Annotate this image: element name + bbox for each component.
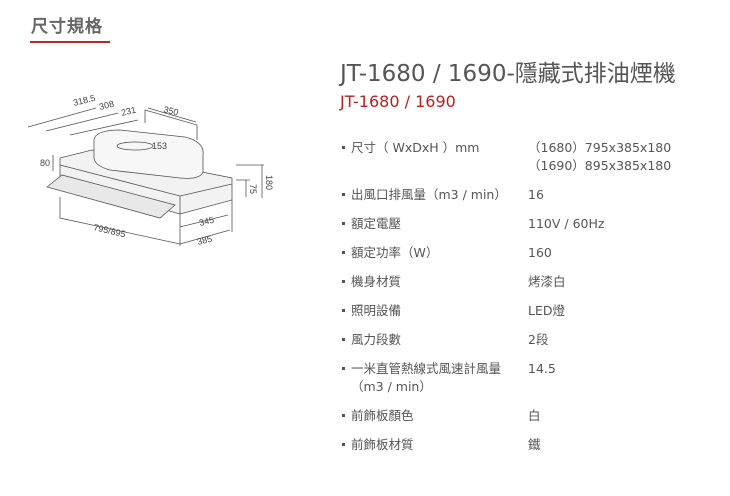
spec-value-line: （1690）895x385x180 xyxy=(528,158,672,173)
spec-value: 160 xyxy=(528,244,701,262)
spec-row: 額定電壓 110V / 60Hz xyxy=(341,215,701,233)
spec-label: 前飾板顏色 xyxy=(351,408,414,423)
bullet-icon xyxy=(341,360,351,396)
product-title: JT-1680 / 1690-隱藏式排油煙機 xyxy=(340,61,676,87)
spec-label: 前飾板材質 xyxy=(351,437,414,452)
spec-value: 110V / 60Hz xyxy=(528,215,701,233)
spec-value: 16 xyxy=(528,186,701,204)
product-model: JT-1680 / 1690 xyxy=(340,92,456,111)
spec-row: 機身材質 烤漆白 xyxy=(341,273,701,291)
spec-value-line: 14.5 xyxy=(528,361,556,376)
spec-value: 鐵 xyxy=(528,436,701,454)
spec-value-line: 16 xyxy=(528,187,544,202)
spec-label: 一米直管熱線式風速計風量（m3 / min） xyxy=(351,361,502,394)
bullet-icon xyxy=(341,186,351,204)
spec-row: 一米直管熱線式風速計風量（m3 / min） 14.5 xyxy=(341,360,701,396)
spec-value-line: LED燈 xyxy=(528,303,565,318)
spec-row: 照明設備 LED燈 xyxy=(341,302,701,320)
bullet-icon xyxy=(341,139,351,175)
spec-list: 尺寸（ WxDxH ）mm （1680）795x385x180 （1690）895x… xyxy=(341,139,701,465)
spec-value: LED燈 xyxy=(528,302,701,320)
spec-value: 白 xyxy=(528,407,701,425)
bullet-icon xyxy=(341,215,351,233)
bullet-icon xyxy=(341,407,351,425)
spec-row: 前飾板材質 鐵 xyxy=(341,436,701,454)
section-title-underline xyxy=(30,41,110,43)
dim-308: 308 xyxy=(98,99,115,112)
spec-value: 2段 xyxy=(528,331,701,349)
dim-75: 75 xyxy=(248,184,258,194)
dim-231: 231 xyxy=(120,105,137,118)
spec-label: 風力段數 xyxy=(351,332,402,347)
dim-width: 795/895 xyxy=(93,222,127,239)
spec-label: 機身材質 xyxy=(351,274,402,289)
dim-153: 153 xyxy=(152,141,167,151)
dim-180: 180 xyxy=(264,175,274,190)
dimension-diagram: 318.5 308 231 350 153 80 180 75 345 385 … xyxy=(27,93,274,247)
spec-label: 額定功率（W） xyxy=(351,245,439,260)
spec-value-line: 白 xyxy=(528,408,541,423)
spec-row: 出風口排風量（m3 / min） 16 xyxy=(341,186,701,204)
spec-value-line: 烤漆白 xyxy=(528,274,566,289)
spec-value: 14.5 xyxy=(528,360,701,396)
spec-value-line: （1680）795x385x180 xyxy=(528,140,672,155)
dim-350: 350 xyxy=(163,104,180,117)
spec-value-line: 110V / 60Hz xyxy=(528,216,605,231)
dim-385: 385 xyxy=(196,234,213,247)
dim-80: 80 xyxy=(40,158,50,168)
spec-value-line: 2段 xyxy=(528,332,549,347)
spec-label: 照明設備 xyxy=(351,303,402,318)
bullet-icon xyxy=(341,331,351,349)
spec-value-line: 鐵 xyxy=(528,437,541,452)
dim-345: 345 xyxy=(198,215,215,228)
bullet-icon xyxy=(341,436,351,454)
bullet-icon xyxy=(341,244,351,262)
spec-value: 烤漆白 xyxy=(528,273,701,291)
spec-value: （1680）795x385x180 （1690）895x385x180 xyxy=(528,139,701,175)
spec-value-line: 160 xyxy=(528,245,552,260)
bullet-icon xyxy=(341,302,351,320)
spec-row: 額定功率（W） 160 xyxy=(341,244,701,262)
dim-318-5: 318.5 xyxy=(72,93,96,108)
spec-label: 尺寸（ WxDxH ）mm xyxy=(351,140,480,155)
spec-row: 前飾板顏色 白 xyxy=(341,407,701,425)
spec-row: 尺寸（ WxDxH ）mm （1680）795x385x180 （1690）895x… xyxy=(341,139,701,175)
spec-label: 額定電壓 xyxy=(351,216,402,231)
section-title: 尺寸規格 xyxy=(31,17,103,37)
bullet-icon xyxy=(341,273,351,291)
spec-label: 出風口排風量（m3 / min） xyxy=(351,187,507,202)
spec-row: 風力段數 2段 xyxy=(341,331,701,349)
